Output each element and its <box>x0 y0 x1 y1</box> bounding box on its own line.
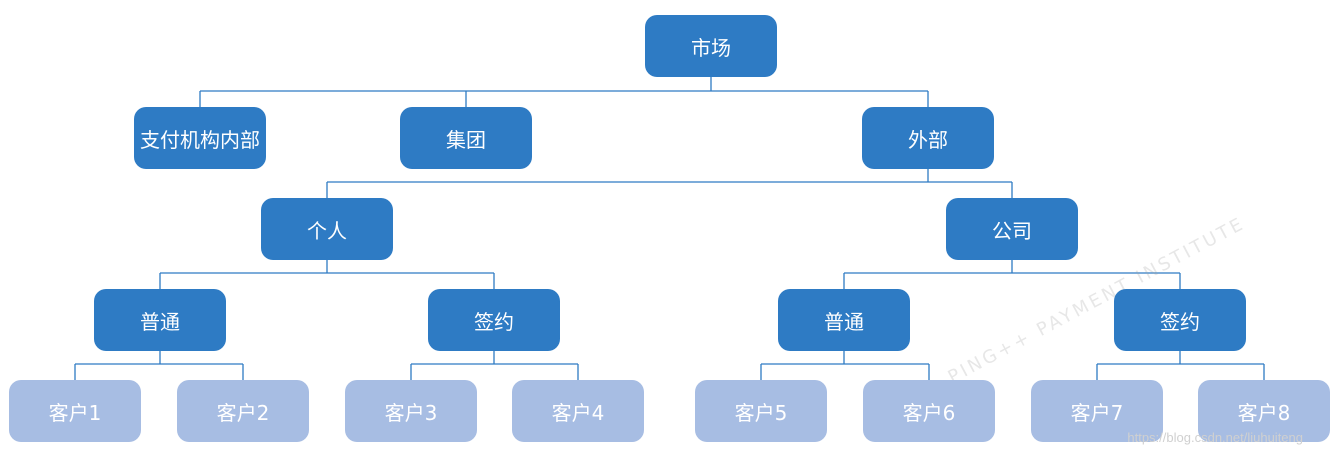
node-root: 市场 <box>645 15 777 77</box>
node-company-regular: 普通 <box>778 289 910 351</box>
node-group: 集团 <box>400 107 532 169</box>
node-customer-7: 客户7 <box>1031 380 1163 442</box>
node-customer-6: 客户6 <box>863 380 995 442</box>
node-customer-4: 客户4 <box>512 380 644 442</box>
node-payment-internal: 支付机构内部 <box>134 107 266 169</box>
node-customer-3: 客户3 <box>345 380 477 442</box>
source-url-watermark: https://blog.csdn.net/liuhuiteng <box>1127 430 1303 445</box>
node-customer-8: 客户8 <box>1198 380 1330 442</box>
node-individual: 个人 <box>261 198 393 260</box>
node-external: 外部 <box>862 107 994 169</box>
node-individual-regular: 普通 <box>94 289 226 351</box>
node-customer-1: 客户1 <box>9 380 141 442</box>
node-company: 公司 <box>946 198 1078 260</box>
node-individual-contracted: 签约 <box>428 289 560 351</box>
node-customer-5: 客户5 <box>695 380 827 442</box>
node-company-contracted: 签约 <box>1114 289 1246 351</box>
node-customer-2: 客户2 <box>177 380 309 442</box>
